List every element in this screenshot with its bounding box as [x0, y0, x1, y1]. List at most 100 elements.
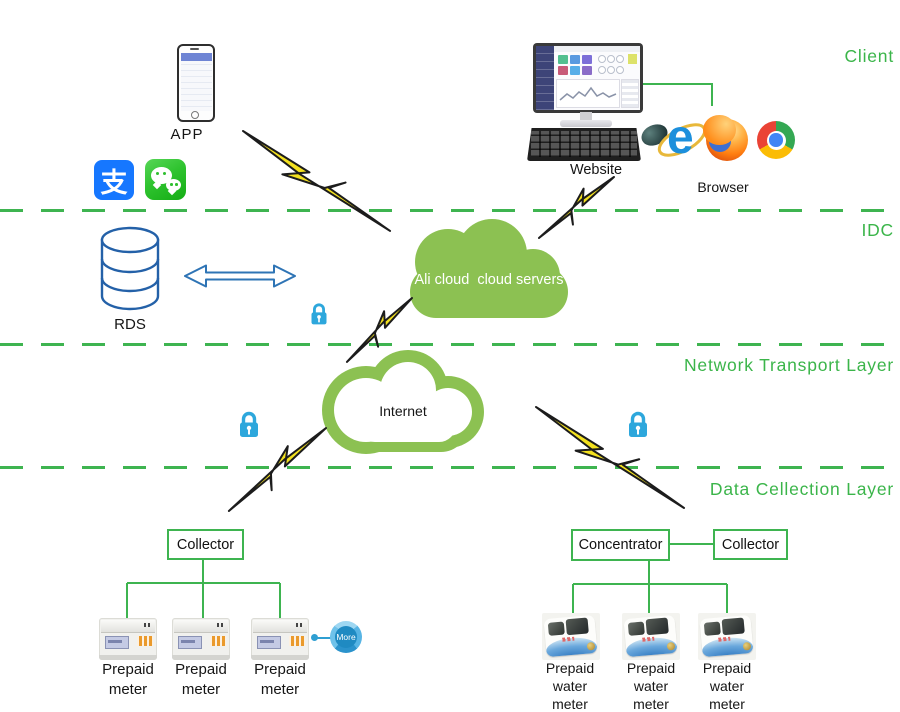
water-meter-graphic	[622, 613, 680, 660]
water-meter-panel	[721, 617, 745, 636]
alipay-icon: 支	[94, 160, 134, 200]
meter-top	[100, 619, 156, 634]
collector-left-label: Collector	[176, 536, 235, 553]
meter-rail	[251, 654, 309, 660]
dashboard-chart	[556, 79, 620, 108]
layer-label-client: Client	[844, 46, 894, 66]
sync-arrow	[184, 264, 296, 288]
layer-label-idc: IDC	[861, 220, 894, 240]
prepaid-meter-graphic	[99, 618, 157, 660]
monitor-screen	[536, 46, 640, 110]
lightning-bolt-cloud-internet	[340, 291, 420, 370]
wechat-eye	[175, 183, 178, 186]
water-meter-marks	[642, 636, 654, 641]
chrome-center	[769, 133, 783, 147]
browser-label: Browser	[697, 179, 749, 195]
collector-right-label: Collector	[721, 536, 780, 553]
prepaid-meter-graphic	[251, 618, 309, 660]
wechat-eye	[163, 172, 166, 175]
water-meter-label: Prepaid water meter	[545, 660, 595, 712]
meter-indicators	[296, 623, 305, 628]
prepaid-meter-graphic	[172, 618, 230, 660]
dashboard-icon	[607, 66, 615, 74]
water-meter-display	[703, 621, 722, 636]
collector-box-left: Collector	[167, 529, 244, 560]
collector-tree-left	[126, 556, 281, 618]
desktop-monitor	[533, 43, 643, 113]
internet-cloud-shape	[322, 350, 484, 454]
meter-label: Prepaid meter	[175, 661, 227, 698]
keyboard-keys	[531, 131, 637, 157]
more-connector-dot	[311, 634, 318, 641]
layer-label-network: Network Transport Layer	[683, 355, 894, 375]
water-meter-marks	[718, 636, 730, 641]
lightning-bolt-internet-collector	[222, 420, 334, 520]
layer-separator-2	[0, 343, 900, 346]
wechat-icon	[145, 159, 186, 200]
monitor-stand-base	[560, 120, 612, 127]
keyboard	[527, 128, 641, 161]
dashboard-icon	[598, 66, 606, 74]
layer-separator-3	[0, 466, 900, 469]
dashboard-icon	[607, 55, 615, 63]
lock-icon	[626, 409, 650, 440]
firefox-icon	[703, 114, 748, 161]
smartphone-graphic	[177, 44, 215, 122]
website-label: Website	[569, 162, 623, 178]
dashboard-icon	[616, 55, 624, 63]
meter-label: Prepaid meter	[254, 661, 306, 698]
water-meter-panel	[565, 617, 589, 636]
meter-rail	[99, 654, 157, 660]
meter-indicators	[144, 623, 153, 628]
water-meter-display	[547, 621, 566, 636]
ie-glyph: e	[667, 111, 694, 164]
dashboard-panel	[621, 79, 639, 108]
monitor-stand-neck	[580, 112, 592, 121]
connector-lines	[126, 83, 728, 618]
more-label: More	[336, 632, 356, 642]
alipay-glyph: 支	[100, 167, 128, 198]
concentrator-tree-right	[572, 543, 728, 613]
meter-label-strip	[210, 636, 226, 646]
dashboard-sidebar	[536, 46, 554, 110]
water-meter-body	[699, 614, 754, 657]
wechat-eye	[156, 172, 159, 175]
app-label: APP	[170, 126, 204, 143]
meter-lcd	[177, 635, 202, 650]
phone-speaker	[190, 48, 199, 50]
dashboard-tile	[558, 55, 568, 64]
monitor-browser-line	[641, 83, 713, 106]
lightning-bolt-internet-concentrator	[528, 395, 692, 520]
water-meter-graphic	[698, 613, 756, 660]
dashboard-tile	[582, 66, 592, 75]
ali-cloud-label: Ali cloud cloud servers	[414, 272, 564, 288]
layer-separator-1	[0, 209, 900, 212]
wechat-eye	[170, 183, 173, 186]
phone-screen-header	[180, 53, 212, 61]
phone-screen	[180, 53, 212, 111]
water-meter-label: Prepaid water meter	[702, 660, 752, 712]
meter-label: Prepaid meter	[102, 661, 154, 698]
dashboard-chip	[628, 54, 637, 64]
rds-label: RDS	[114, 316, 146, 333]
lightning-bolt-app-cloud	[235, 119, 398, 243]
lock-icon	[309, 301, 329, 327]
internet-label: Internet	[379, 403, 427, 419]
water-meter-body	[543, 614, 598, 657]
firefox-fox	[703, 114, 737, 146]
meter-indicators	[217, 623, 226, 628]
dashboard-icon	[598, 55, 606, 63]
meter-label-strip	[289, 636, 305, 646]
internet-explorer-icon: e	[655, 111, 709, 166]
collector-box-right: Collector	[713, 529, 788, 560]
dashboard-tile	[582, 55, 592, 64]
more-badge: More	[330, 621, 362, 653]
water-meter-graphic	[542, 613, 600, 660]
meter-top	[252, 619, 308, 634]
lock-icon	[237, 409, 261, 440]
ali-cloud-shape	[410, 219, 568, 318]
phone-home-button	[191, 110, 199, 119]
dashboard-icon	[616, 66, 624, 74]
dashboard-topbar	[553, 46, 640, 52]
